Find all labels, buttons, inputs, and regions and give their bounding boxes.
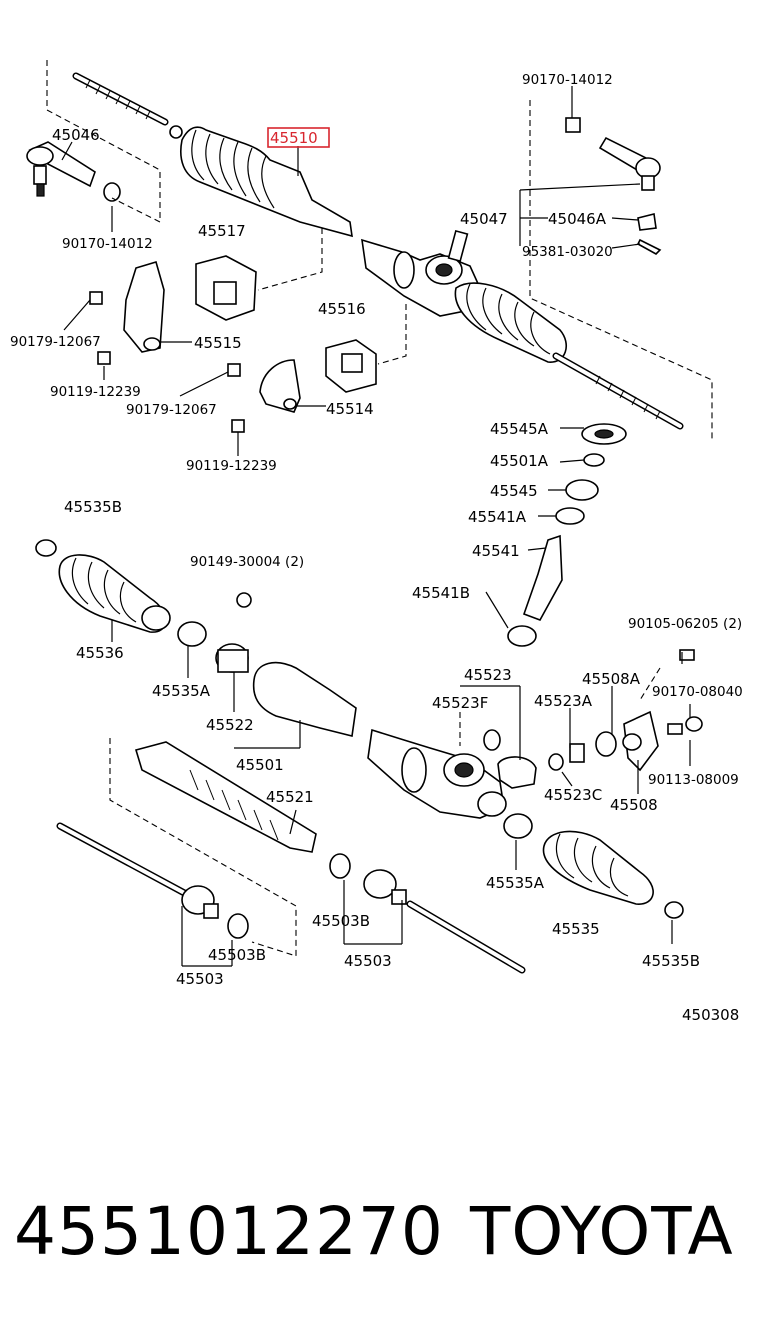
brand-name: TOYOTA <box>470 1193 734 1270</box>
rack-boot-45510 <box>169 125 353 238</box>
callout: 45535B <box>64 498 122 516</box>
callout: 45541 <box>472 542 520 560</box>
rack-housing-upper <box>361 229 481 317</box>
callout: 45535A <box>486 874 545 892</box>
callout: 90179-12067 <box>10 334 101 350</box>
boot-45535 <box>503 813 684 919</box>
rack-tube-45501 <box>252 661 357 737</box>
right-tie-rod-end <box>565 117 662 255</box>
left-tie-rod <box>72 72 169 126</box>
callout: 45503B <box>312 912 370 930</box>
callout: 45523C <box>544 786 602 804</box>
callout: 45541A <box>468 508 527 526</box>
callout-labels: 90170-14012 45046 45510 90170-14012 4551… <box>10 72 743 1024</box>
callout: 45545A <box>490 420 549 438</box>
boot-45536 <box>35 539 171 633</box>
rack-guide-parts <box>483 649 703 789</box>
callout: 45503 <box>176 970 224 988</box>
left-tie-rod-end <box>26 141 121 202</box>
callout: 90179-12067 <box>126 402 217 418</box>
callout: 45517 <box>198 222 246 240</box>
callout: 45503B <box>208 946 266 964</box>
bracket-45515 <box>123 261 165 353</box>
callout: 95381-03020 <box>522 244 613 260</box>
pinion-stack <box>507 423 627 647</box>
callout: 45535B <box>642 952 700 970</box>
callout: 90119-12239 <box>50 384 141 400</box>
bolts-upper <box>89 291 245 433</box>
callout-highlighted: 45510 <box>270 129 318 147</box>
leader-lines <box>61 86 691 967</box>
callout: 45501A <box>490 452 549 470</box>
callout: 45523 <box>464 666 512 684</box>
callout: 45047 <box>460 210 508 228</box>
footer: 4551012270 TOYOTA <box>0 1190 760 1280</box>
callout: 45046 <box>52 126 100 144</box>
inner-tie-rods <box>56 822 526 974</box>
bracket-45514 <box>259 359 301 413</box>
callout: 45535 <box>552 920 600 938</box>
callout: 45523F <box>432 694 488 712</box>
clamp-45535A-left <box>177 592 252 647</box>
callout: 45541B <box>412 584 470 602</box>
callout: 45522 <box>206 716 254 734</box>
rack-45521 <box>134 741 317 853</box>
highlight-box <box>267 127 330 148</box>
mount-cushion-45517 <box>195 255 257 321</box>
parts-diagram: 90170-14012 45046 45510 90170-14012 4551… <box>10 60 743 1024</box>
callout: 45523A <box>534 692 593 710</box>
bushing-45522 <box>215 643 249 673</box>
callout: 90170-14012 <box>62 236 153 252</box>
callout: 90105-06205 (2) <box>628 616 742 632</box>
callout: 45046A <box>548 210 607 228</box>
callout: 45535A <box>152 682 211 700</box>
part-number: 4551012270 <box>14 1193 444 1270</box>
rack-boot-right <box>454 282 568 363</box>
callout: 90170-08040 <box>652 684 743 700</box>
callout: 45521 <box>266 788 314 806</box>
right-tie-rod <box>552 352 684 430</box>
callout: 45516 <box>318 300 366 318</box>
rack-housing-lower <box>367 728 507 819</box>
callout: 90113-08009 <box>648 772 739 788</box>
callout: 90149-30004 (2) <box>190 554 304 570</box>
callout: 45515 <box>194 334 242 352</box>
callout: 90119-12239 <box>186 458 277 474</box>
callout: 45503 <box>344 952 392 970</box>
callout: 90170-14012 <box>522 72 613 88</box>
callout: 45501 <box>236 756 284 774</box>
mount-cushion-45516 <box>325 339 377 393</box>
callout: 45508 <box>610 796 658 814</box>
diagram-code: 450308 <box>682 1006 739 1024</box>
callout: 45545 <box>490 482 538 500</box>
callout: 45508A <box>582 670 641 688</box>
callout: 45536 <box>76 644 124 662</box>
callout: 45514 <box>326 400 374 418</box>
